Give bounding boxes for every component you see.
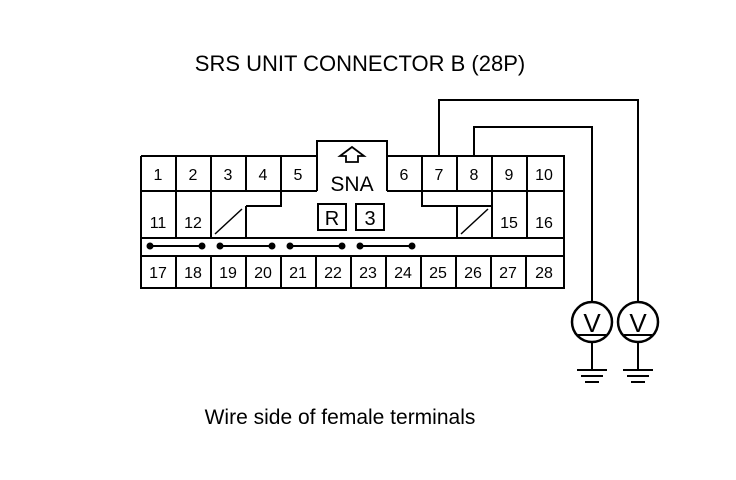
- diagram-title: SRS UNIT CONNECTOR B (28P): [195, 51, 525, 76]
- terminal-19: 19: [219, 265, 237, 282]
- terminal-25: 25: [429, 265, 447, 282]
- lock-label: SNA: [330, 173, 373, 196]
- terminal-4: 4: [259, 167, 268, 184]
- blank-cavity-14: [460, 208, 489, 235]
- terminal-3: 3: [224, 167, 233, 184]
- terminal-9: 9: [505, 167, 514, 184]
- terminal-17: 17: [149, 265, 167, 282]
- probe-wire-terminal-8: [473, 126, 593, 303]
- terminal-24: 24: [394, 265, 412, 282]
- terminal-26: 26: [464, 265, 482, 282]
- ground-icon: [623, 369, 653, 383]
- terminal-22: 22: [324, 265, 342, 282]
- terminal-8: 8: [470, 167, 479, 184]
- terminal-27: 27: [499, 265, 517, 282]
- connector-body: [140, 140, 565, 289]
- probe-wires: [438, 99, 639, 303]
- terminal-10: 10: [535, 167, 553, 184]
- diagram-caption: Wire side of female terminals: [205, 406, 476, 429]
- probe-wire-terminal-7: [438, 99, 639, 303]
- terminal-16: 16: [535, 215, 553, 232]
- terminal-20: 20: [254, 265, 272, 282]
- terminal-6: 6: [400, 167, 409, 184]
- key-label-3: 3: [364, 208, 375, 230]
- terminal-5: 5: [294, 167, 303, 184]
- blank-cavity-marks: [214, 208, 489, 235]
- shorting-bars: [146, 242, 416, 250]
- terminal-7: 7: [435, 167, 444, 184]
- blank-cavity-13: [214, 208, 243, 235]
- terminal-23: 23: [359, 265, 377, 282]
- terminal-12: 12: [184, 215, 202, 232]
- terminal-1: 1: [154, 167, 163, 184]
- key-box-3: [355, 203, 385, 231]
- key-box-r: [317, 203, 347, 231]
- voltmeter-symbol: V: [583, 308, 601, 338]
- voltmeter-1: V: [570, 300, 614, 383]
- terminal-18: 18: [184, 265, 202, 282]
- terminal-28: 28: [535, 265, 553, 282]
- voltmeter-symbol: V: [629, 308, 647, 338]
- terminal-11: 11: [150, 215, 167, 232]
- voltmeter-2: V: [616, 300, 660, 383]
- terminal-2: 2: [189, 167, 198, 184]
- terminal-21: 21: [289, 265, 307, 282]
- terminal-15: 15: [500, 215, 518, 232]
- lock-arrow-icon: [337, 145, 367, 163]
- ground-icon: [577, 369, 607, 383]
- key-label-r: R: [325, 208, 339, 230]
